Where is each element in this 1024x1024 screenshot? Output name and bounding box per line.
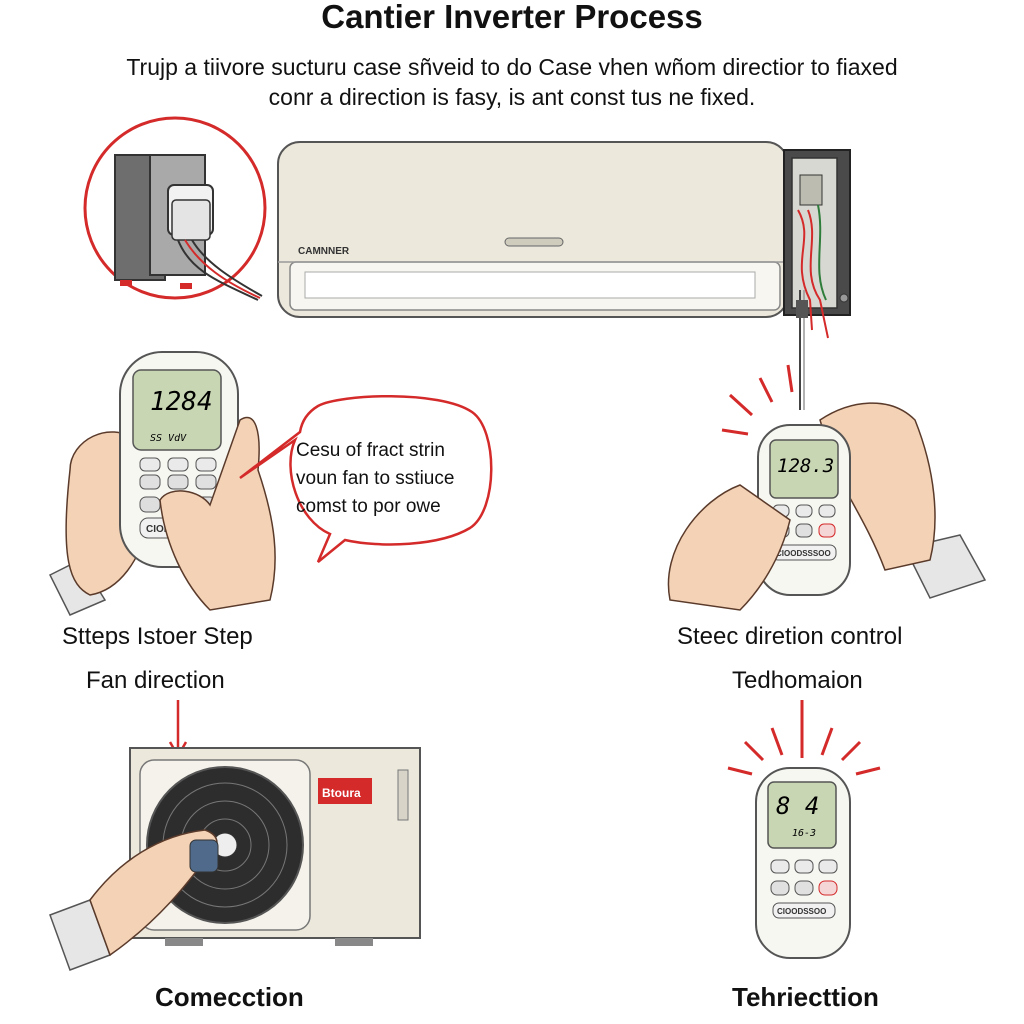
page-title: Cantier Inverter Process xyxy=(321,0,703,35)
left-remote-display: 1284 xyxy=(150,387,213,417)
bottom-remote-display: 8 4 xyxy=(776,792,819,820)
label-fan-direction: Fan direction xyxy=(86,667,225,694)
magnified-wiring-inset xyxy=(83,116,267,301)
subtitle-line-1: Trujp a tiivore sucturu case sñveid to d… xyxy=(126,54,898,80)
subtitle-line-2: conr a direction is fasy, is ant const t… xyxy=(268,84,756,110)
indoor-unit-brand: CAMNNER xyxy=(298,246,350,257)
label-steec-direction-control: Steec diretion control xyxy=(677,623,903,650)
speech-bubble-line-3: comst to por owe xyxy=(296,496,441,517)
left-remote-scene: 1284 SS VdV CIODRO xyxy=(48,351,276,616)
outdoor-ac-unit: Btoura xyxy=(49,700,421,971)
label-tedhomaion: Tedhomaion xyxy=(732,667,863,694)
outdoor-unit-brand: Btoura xyxy=(322,786,361,800)
bottom-remote-sub-display: 16-3 xyxy=(792,828,816,839)
label-steps: Stteps Istoer Step xyxy=(62,623,253,650)
speech-bubble-text: Cesu of fract strin voun fan to sstiuce … xyxy=(296,437,486,521)
speech-bubble-line-2: voun fan to sstiuce xyxy=(296,468,455,489)
speech-bubble xyxy=(239,395,493,563)
bottom-remote-button-label: CIOODSSOO xyxy=(777,907,826,916)
label-tehriecttion: Tehriecttion xyxy=(732,982,879,1012)
label-comecction: Comecction xyxy=(155,982,304,1012)
right-remote-button-label: CIOODSSSOO xyxy=(776,549,831,558)
bottom-remote: 8 4 16-3 CIOODSSOO xyxy=(727,700,881,959)
speech-bubble-line-1: Cesu of fract strin xyxy=(296,440,445,461)
right-remote-display: 128.3 xyxy=(777,455,834,477)
right-remote-scene: 128.3 CIOODSSSOO xyxy=(667,364,987,611)
left-remote-sub-display: SS VdV xyxy=(150,433,187,444)
page-subtitle: Trujp a tiivore sucturu case sñveid to d… xyxy=(40,52,984,112)
indoor-ac-unit: CAMNNER xyxy=(277,141,851,410)
